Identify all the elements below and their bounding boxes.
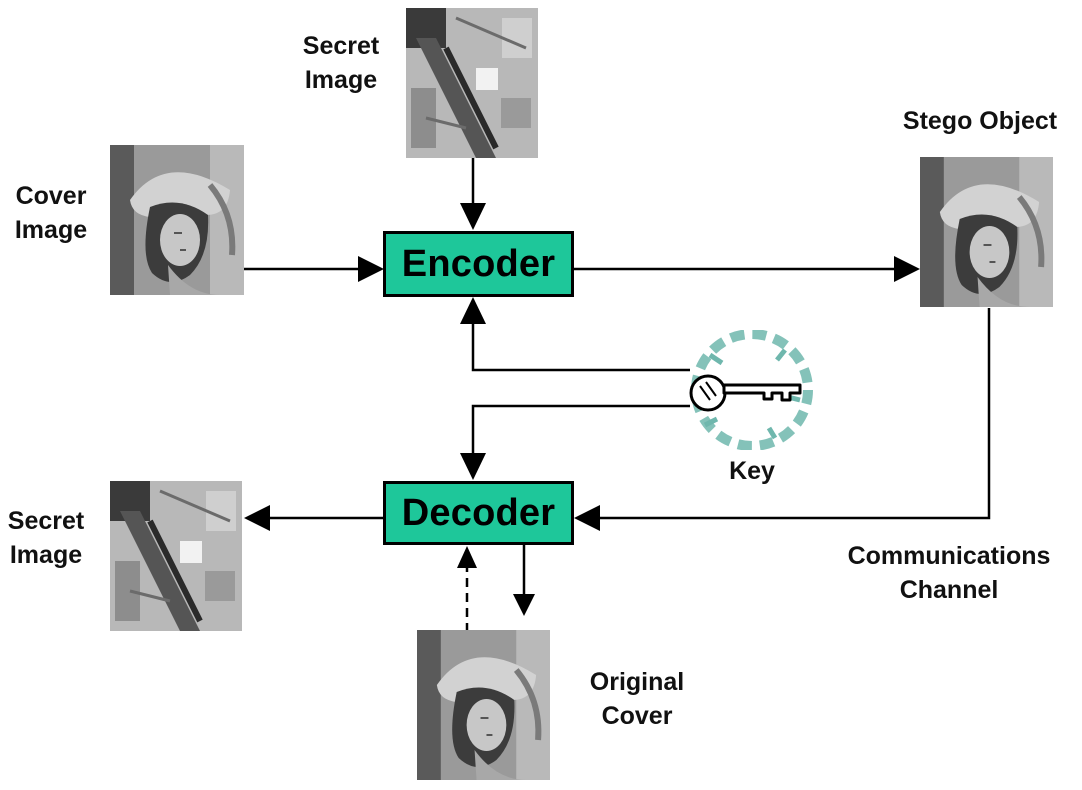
arrowhead (513, 594, 535, 616)
encoder-box: Encoder (383, 231, 574, 297)
arrowhead (460, 203, 486, 230)
portrait-photo-icon (417, 630, 550, 780)
aerial-photo-icon (110, 481, 242, 631)
original-cover-portrait (417, 630, 550, 780)
arrowhead (574, 505, 600, 531)
aerial-photo-icon (406, 8, 538, 158)
stego-object-label: Stego Object (902, 107, 1058, 135)
key-graphic (680, 330, 825, 450)
arrowhead (457, 546, 477, 568)
arrow-key-to-decoder (471, 404, 690, 476)
arrowhead (358, 256, 384, 282)
arrowhead (244, 505, 270, 531)
secret-image-bottom-aerial (110, 481, 242, 631)
secret-image-top-aerial (406, 8, 538, 158)
key-label: Key (729, 457, 775, 485)
portrait-photo-icon (920, 157, 1053, 307)
arrowhead (460, 297, 486, 324)
decoder-box: Decoder (383, 481, 574, 545)
arrowhead (460, 453, 486, 480)
arrow-key-to-encoder (471, 302, 690, 372)
stego-object-portrait (920, 157, 1053, 307)
communications-channel-line (578, 308, 991, 520)
cover-image-portrait (110, 145, 244, 295)
key-icon (689, 330, 813, 450)
portrait-photo-icon (110, 145, 244, 295)
arrowhead (894, 256, 920, 282)
